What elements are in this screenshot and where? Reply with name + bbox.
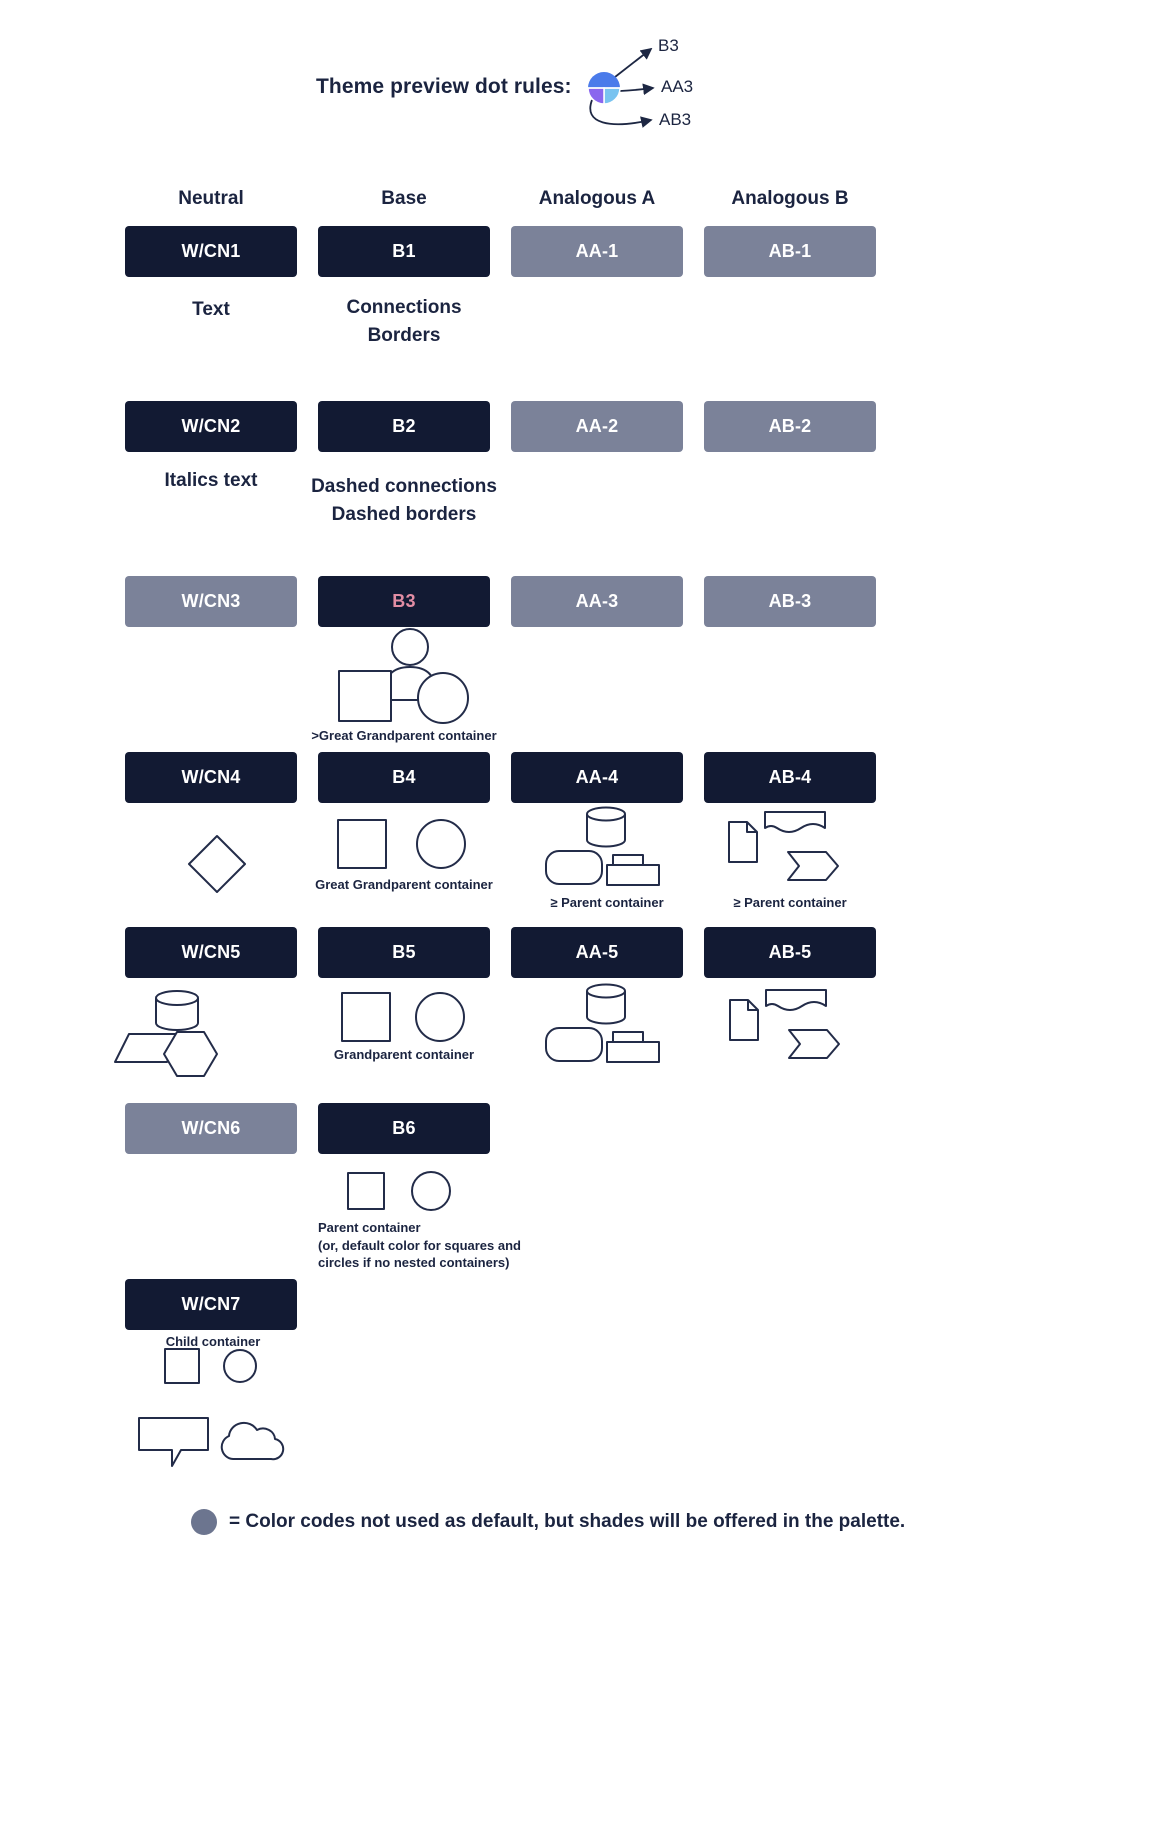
theme-dot-diagram	[587, 47, 655, 128]
swatch-ab1: AB-1	[704, 226, 876, 277]
caption-b3: >Great Grandparent container	[311, 728, 497, 743]
swatch-aa1: AA-1	[511, 226, 683, 277]
dot-rule-label-aa3: AA3	[661, 77, 694, 96]
caption-b1-line1: Connections	[346, 297, 462, 318]
swatch-wcn5: W/CN5	[125, 927, 297, 978]
hexagon-shape	[163, 1031, 218, 1077]
swatch-b1: B1	[318, 226, 490, 277]
swatch-ab5: AB-5	[704, 927, 876, 978]
page-title: Theme preview dot rules:	[316, 75, 572, 98]
caption-b2-line2: Dashed borders	[331, 504, 477, 525]
swatch-wcn7: W/CN7	[125, 1279, 297, 1330]
ab4-shapes	[728, 811, 839, 881]
rounded-box-shape	[545, 1027, 603, 1062]
square-shape	[337, 819, 387, 869]
aa5-shapes	[545, 983, 660, 1063]
caption-aa4: ≥ Parent container	[550, 895, 664, 910]
b4-shapes	[337, 819, 466, 869]
caption-b2-line1: Dashed connections	[311, 476, 497, 497]
aa4-shapes	[545, 806, 660, 886]
swatch-wcn4: W/CN4	[125, 752, 297, 803]
dot-rule-label-ab3: AB3	[659, 110, 692, 129]
swatch-aa5: AA-5	[511, 927, 683, 978]
caption-b6: Parent container (or, default color for …	[318, 1219, 538, 1272]
wcn4-shapes	[188, 835, 246, 893]
swatch-wcn3: W/CN3	[125, 576, 297, 627]
swatch-b6: B6	[318, 1103, 490, 1154]
circle-shape	[416, 819, 466, 869]
column-header-analogous-b: Analogous B	[731, 188, 849, 209]
square-shape	[341, 992, 391, 1042]
caption-wcn1: Text	[192, 299, 230, 320]
caption-b6-line2: (or, default color for squares and	[318, 1237, 521, 1253]
column-header-neutral: Neutral	[178, 188, 244, 209]
circle-shape	[417, 672, 469, 724]
caption-b5: Grandparent container	[333, 1047, 475, 1062]
circle-shape	[411, 1171, 451, 1211]
column-header-analogous-a: Analogous A	[538, 188, 656, 209]
swatch-b3: B3	[318, 576, 490, 627]
square-shape	[338, 670, 392, 722]
swatch-b2: B2	[318, 401, 490, 452]
arrow-to-ab3	[589, 99, 653, 128]
caption-wcn7: Child container	[165, 1334, 261, 1349]
swatch-aa3: AA-3	[511, 576, 683, 627]
square-shape	[347, 1172, 385, 1210]
caption-b4: Great Grandparent container	[315, 877, 493, 892]
folder-shape	[606, 1031, 660, 1063]
caption-b6-line3: circles if no nested containers)	[318, 1255, 510, 1270]
chevron-shape	[788, 1029, 840, 1059]
document-shape	[728, 821, 758, 863]
dot-rule-label-b3: B3	[658, 36, 679, 55]
swatch-aa2: AA-2	[511, 401, 683, 452]
swatch-wcn6: W/CN6	[125, 1103, 297, 1154]
caption-ab4: ≥ Parent container	[733, 895, 847, 910]
ab5-shapes	[729, 989, 840, 1059]
cylinder-shape	[586, 806, 626, 848]
caption-b1-line2: Borders	[367, 325, 441, 346]
b3-container-shapes	[338, 628, 469, 724]
wcn7-shapes	[164, 1348, 257, 1384]
folder-shape	[606, 854, 660, 886]
legend-text: = Color codes not used as default, but s…	[229, 1511, 906, 1532]
circle-shape	[415, 992, 465, 1042]
caption-b2: Dashed connections Dashed borders	[304, 473, 504, 529]
legend-dot	[191, 1509, 217, 1535]
diamond-shape	[188, 835, 246, 893]
rounded-box-shape	[545, 850, 603, 885]
square-shape	[164, 1348, 200, 1384]
arrow-to-b3	[614, 47, 653, 78]
swatch-wcn1: W/CN1	[125, 226, 297, 277]
wave-shape	[765, 989, 827, 1011]
swatch-ab2: AB-2	[704, 401, 876, 452]
speech-bubble-shape	[138, 1417, 209, 1467]
b5-shapes	[341, 992, 465, 1042]
chevron-shape	[787, 851, 839, 881]
caption-wcn2: Italics text	[164, 470, 258, 491]
theme-preview-dot-icon	[587, 72, 621, 105]
cloud-shape	[220, 1421, 285, 1461]
b6-shapes	[347, 1171, 451, 1211]
wcn5-shapes	[114, 990, 218, 1077]
arrow-to-aa3	[619, 83, 655, 96]
swatch-aa4: AA-4	[511, 752, 683, 803]
cylinder-shape	[586, 983, 626, 1025]
bubble-cloud-shapes	[138, 1417, 285, 1467]
swatch-ab3: AB-3	[704, 576, 876, 627]
caption-b1: Connections Borders	[304, 294, 504, 350]
swatch-b4: B4	[318, 752, 490, 803]
column-header-base: Base	[381, 188, 427, 209]
caption-b6-line1: Parent container	[318, 1220, 421, 1235]
circle-shape	[223, 1349, 257, 1383]
swatch-ab4: AB-4	[704, 752, 876, 803]
swatch-wcn2: W/CN2	[125, 401, 297, 452]
document-shape	[729, 999, 759, 1041]
wave-shape	[764, 811, 826, 833]
swatch-b5: B5	[318, 927, 490, 978]
cylinder-shape	[155, 990, 199, 1031]
